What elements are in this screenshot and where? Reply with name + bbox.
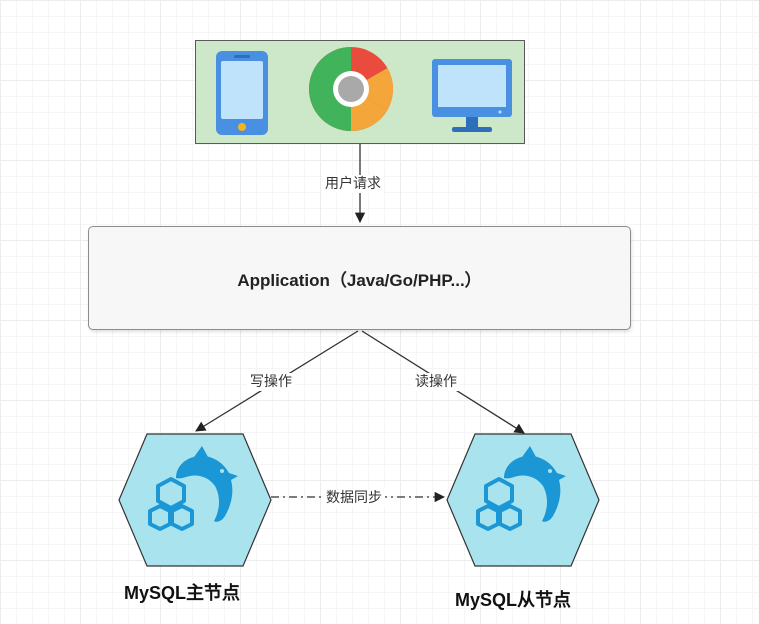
data-sync-label: 数据同步 [323,489,385,507]
mysql-master-node [118,433,272,567]
write-op-label: 写操作 [247,373,295,391]
read-op-label: 读操作 [412,373,460,391]
desktop-monitor-icon [432,59,512,132]
application-box: Application（Java/Go/PHP...） [88,226,631,330]
master-node-label: MySQL主节点 [124,583,241,603]
mysql-dolphin-icon [176,446,238,522]
application-label: Application（Java/Go/PHP...） [237,270,482,290]
user-request-label: 用户请求 [322,175,384,193]
mysql-slave-node [446,433,600,567]
clients-panel [195,40,525,144]
hexagon-logo-icon [148,477,194,531]
slave-node-label: MySQL从节点 [455,590,572,610]
hexagon-logo-icon [476,477,522,531]
chrome-browser-icon [308,46,394,132]
mysql-dolphin-icon [504,446,566,522]
mobile-phone-icon [216,51,268,135]
